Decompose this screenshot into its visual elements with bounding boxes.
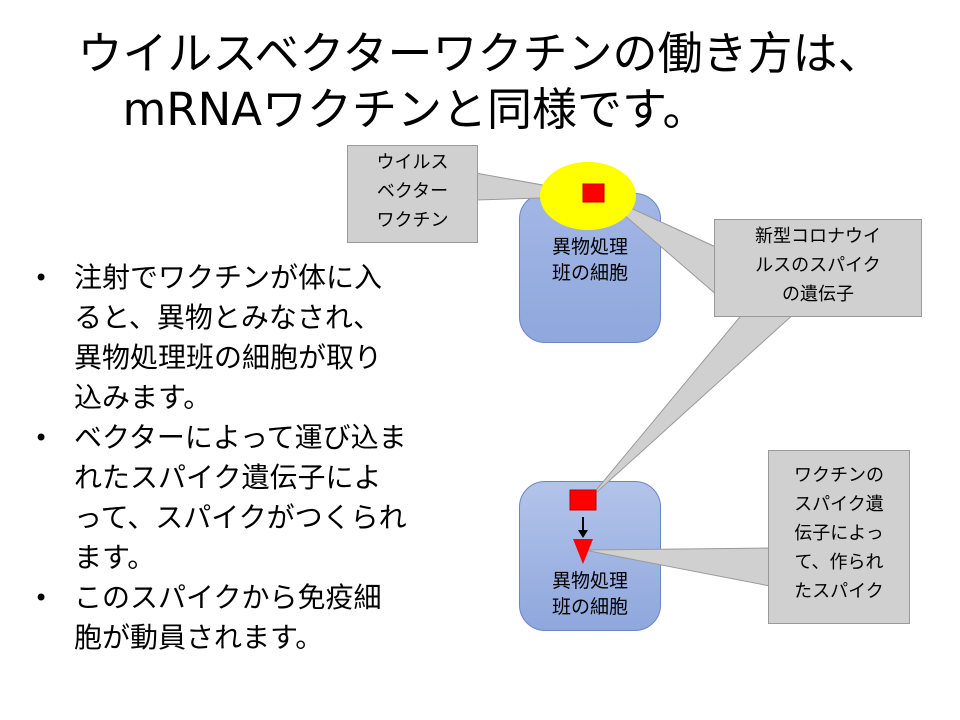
gene-square-bottom <box>569 489 597 511</box>
bullet-item: • ベクターによって運び込まれたスパイク遺伝子によって、スパイクがつくられます。 <box>28 418 408 578</box>
slide-title: ウイルスベクターワクチンの働き方は、 mRNAワクチンと同様です。 <box>0 26 960 138</box>
gene-callout-text: 新型コロナウイ ルスのスパイク の遺伝子 <box>755 226 881 305</box>
gene-callout-tail-bottom <box>587 311 798 501</box>
slide-title-line2: mRNAワクチンと同様です。 <box>122 83 708 136</box>
bullet-text: このスパイクから免疫細胞が動員されます。 <box>74 581 382 654</box>
bullet-dot-icon: • <box>34 424 49 452</box>
immune-cell-top-label: 異物処理 班の細胞 <box>520 234 660 286</box>
bullet-dot-icon: • <box>34 264 49 292</box>
bullet-item: • このスパイクから免疫細胞が動員されます。 <box>28 578 408 658</box>
gene-callout: 新型コロナウイ ルスのスパイク の遺伝子 <box>714 219 922 317</box>
translation-arrow-head <box>578 530 588 538</box>
spike-callout-text: ワクチンの スパイク遺 伝子によっ て、作られ たスパイク <box>794 465 884 602</box>
spike-triangle <box>573 539 593 564</box>
gene-square-top <box>582 183 605 203</box>
bullet-text: ベクターによって運び込まれたスパイク遺伝子によって、スパイクがつくられます。 <box>74 421 407 574</box>
cell-label-text: 異物処理 班の細胞 <box>551 236 628 284</box>
slide-title-line1: ウイルスベクターワクチンの働き方は、 <box>77 27 883 80</box>
bullet-list: • 注射でワクチンが体に入ると、異物とみなされ、異物処理班の細胞が取り込みます。… <box>28 258 408 658</box>
spike-callout-tail <box>583 547 771 587</box>
immune-cell-bottom-label: 異物処理 班の細胞 <box>520 568 660 620</box>
bullet-text: 注射でワクチンが体に入ると、異物とみなされ、異物処理班の細胞が取り込みます。 <box>74 261 383 414</box>
bullet-dot-icon: • <box>34 584 49 612</box>
vaccine-callout: ウイルス ベクター ワクチン <box>347 145 478 243</box>
vaccine-callout-text: ウイルス ベクター ワクチン <box>376 152 449 231</box>
cell-label-text: 異物処理 班の細胞 <box>551 570 628 618</box>
spike-callout: ワクチンの スパイク遺 伝子によっ て、作られ たスパイク <box>768 450 910 624</box>
bullet-item: • 注射でワクチンが体に入ると、異物とみなされ、異物処理班の細胞が取り込みます。 <box>28 258 408 418</box>
